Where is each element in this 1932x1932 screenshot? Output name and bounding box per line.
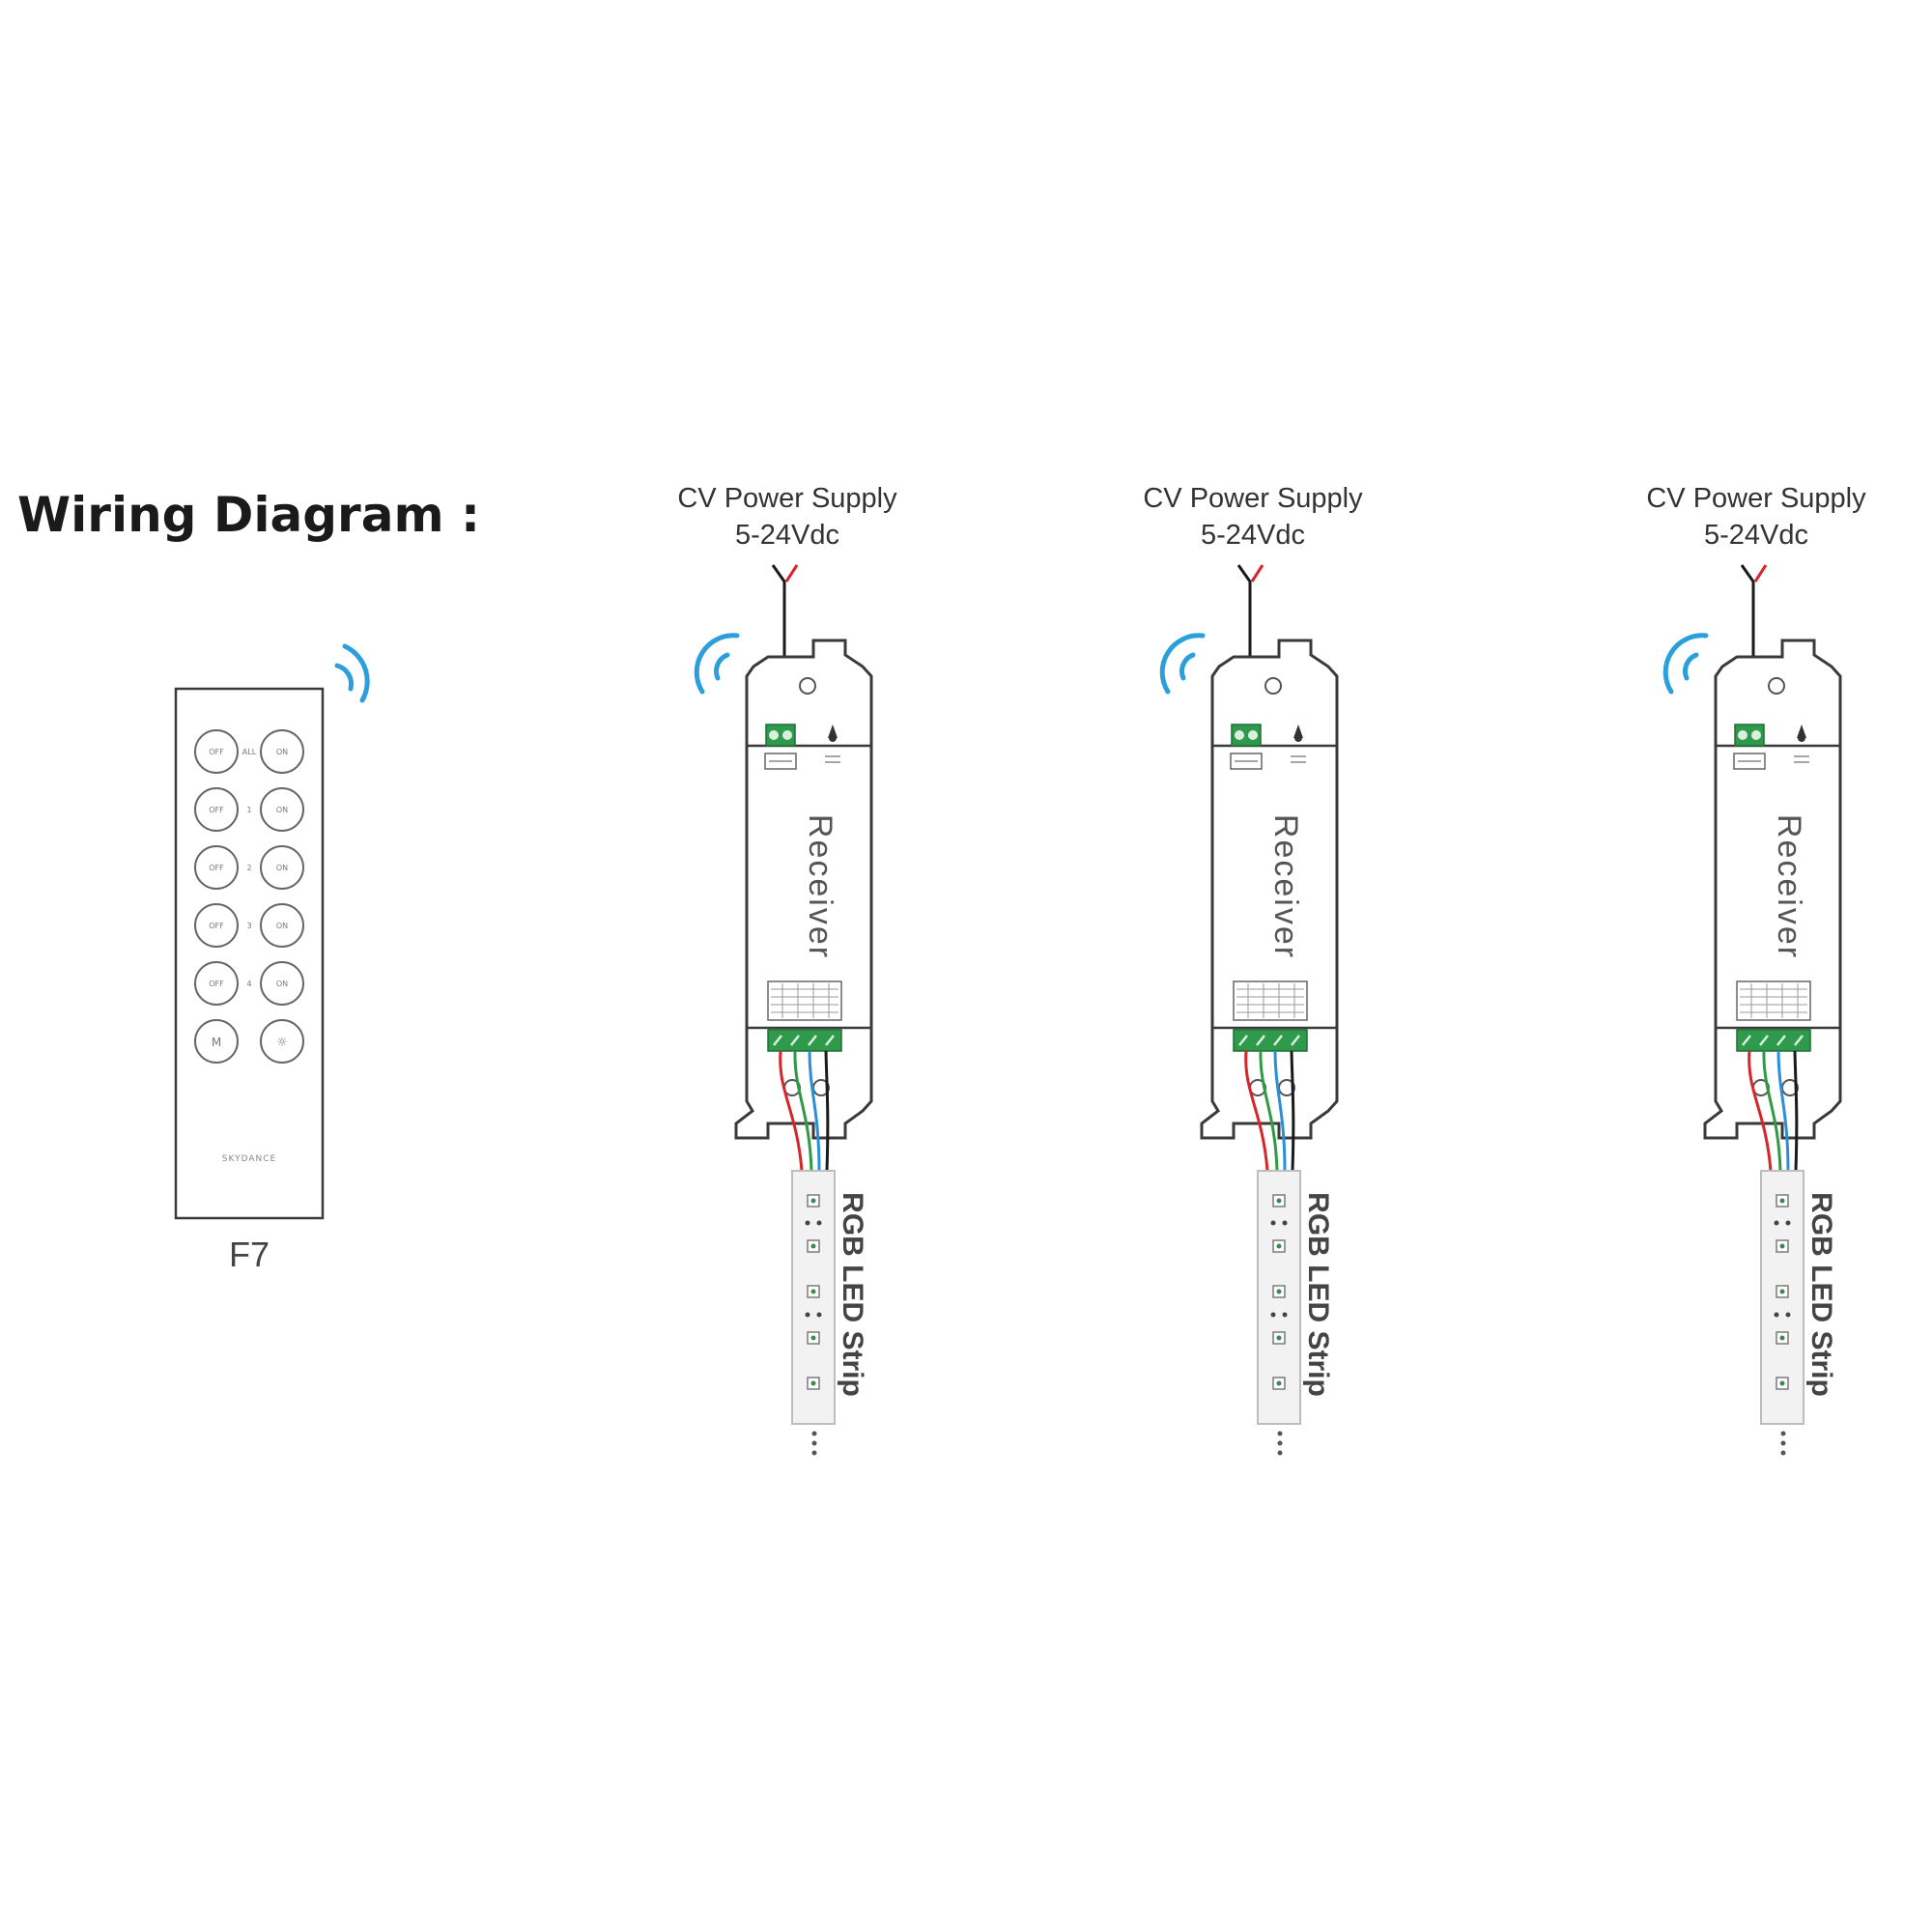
continuation-dot — [1780, 1440, 1786, 1446]
continuation-dot — [1780, 1450, 1786, 1456]
led-strip-label: RGB LED Strip — [1302, 1192, 1334, 1397]
receiver-label: Receiver — [1267, 814, 1304, 959]
remote-brightness-label: ☼ — [276, 1036, 288, 1050]
output-wire-red — [1244, 1050, 1269, 1172]
remote-on-label: ON — [276, 864, 288, 872]
power-supply-label: CV Power Supply — [1646, 483, 1866, 514]
output-spec-plate — [767, 980, 842, 1021]
signal-icon — [1662, 633, 1709, 695]
output-spec-plate — [1233, 980, 1308, 1021]
output-wire-blue — [1273, 1050, 1287, 1172]
power-terminal — [1734, 724, 1765, 747]
mounting-hole — [1768, 677, 1785, 695]
power-wire-red — [784, 564, 799, 582]
output-wire-black — [824, 1050, 830, 1172]
remote-off-button[interactable] — [194, 845, 239, 890]
remote-zone-label: 2 — [246, 864, 251, 872]
mounting-hole — [1264, 677, 1282, 695]
remote-on-label: ON — [276, 922, 288, 930]
learn-key[interactable] — [1293, 724, 1303, 738]
remote-off-label: OFF — [209, 864, 224, 872]
power-supply-label: CV Power Supply — [677, 483, 897, 514]
remote-off-button[interactable] — [194, 961, 239, 1006]
output-wire-blue — [1776, 1050, 1790, 1172]
output-wire-black — [1793, 1050, 1799, 1172]
signal-icon — [694, 633, 740, 695]
output-terminal — [1233, 1029, 1308, 1052]
remote-mode-label: M — [212, 1036, 221, 1049]
continuation-dot — [1277, 1450, 1283, 1456]
remote-off-button[interactable] — [194, 729, 239, 774]
learn-key[interactable] — [828, 724, 838, 738]
remote-on-button[interactable] — [260, 845, 304, 890]
power-supply-voltage: 5-24Vdc — [1201, 520, 1305, 551]
continuation-dot — [811, 1450, 817, 1456]
output-wire-green — [1762, 1050, 1782, 1172]
remote-model: F7 — [229, 1235, 270, 1274]
output-wire-green — [1259, 1050, 1279, 1172]
remote-on-button[interactable] — [260, 961, 304, 1006]
continuation-dot — [811, 1431, 817, 1436]
output-wire-red — [779, 1050, 804, 1172]
remote-zone-label: ALL — [242, 748, 257, 756]
power-wire-red — [1250, 564, 1264, 582]
led-strip-label: RGB LED Strip — [1805, 1192, 1837, 1397]
remote-off-button[interactable] — [194, 903, 239, 948]
remote-on-button[interactable] — [260, 787, 304, 832]
remote-off-label: OFF — [209, 980, 224, 988]
remote-off-label: OFF — [209, 922, 224, 930]
diagram-title: Wiring Diagram : — [17, 487, 480, 543]
remote-on-button[interactable] — [260, 729, 304, 774]
remote-body — [174, 687, 325, 1220]
power-supply-voltage: 5-24Vdc — [1704, 520, 1808, 551]
remote-on-label: ON — [276, 980, 288, 988]
receiver-label: Receiver — [802, 814, 838, 959]
output-terminal — [1736, 1029, 1811, 1052]
output-wire-green — [793, 1050, 813, 1172]
remote-brand: SKYDANCE — [222, 1154, 276, 1164]
remote-zone-label: 1 — [246, 806, 251, 814]
continuation-dot — [811, 1440, 817, 1446]
remote-on-button[interactable] — [260, 903, 304, 948]
output-wire-black — [1290, 1050, 1295, 1172]
continuation-dot — [1277, 1431, 1283, 1436]
power-supply-label: CV Power Supply — [1143, 483, 1363, 514]
continuation-dot — [1277, 1440, 1283, 1446]
power-terminal — [1231, 724, 1262, 747]
remote-on-label: ON — [276, 806, 288, 814]
signal-icon — [1159, 633, 1206, 695]
output-wire-red — [1747, 1050, 1773, 1172]
output-wire-blue — [808, 1050, 821, 1172]
power-terminal — [765, 724, 796, 747]
remote-mode-button[interactable] — [194, 1019, 239, 1064]
continuation-dot — [1780, 1431, 1786, 1436]
power-wire-red — [1753, 564, 1768, 582]
learn-key[interactable] — [1797, 724, 1806, 738]
remote-zone-label: 3 — [246, 922, 251, 930]
receiver-label: Receiver — [1771, 814, 1807, 959]
remote-brightness-button[interactable] — [260, 1019, 304, 1064]
remote-on-label: ON — [276, 748, 288, 756]
remote-off-label: OFF — [209, 748, 224, 756]
power-supply-voltage: 5-24Vdc — [735, 520, 839, 551]
led-strip-label: RGB LED Strip — [837, 1192, 868, 1397]
remote-off-button[interactable] — [194, 787, 239, 832]
remote-off-label: OFF — [209, 806, 224, 814]
signal-icon — [334, 643, 370, 703]
mounting-hole — [799, 677, 816, 695]
remote-zone-label: 4 — [246, 980, 251, 988]
output-spec-plate — [1736, 980, 1811, 1021]
output-terminal — [767, 1029, 842, 1052]
